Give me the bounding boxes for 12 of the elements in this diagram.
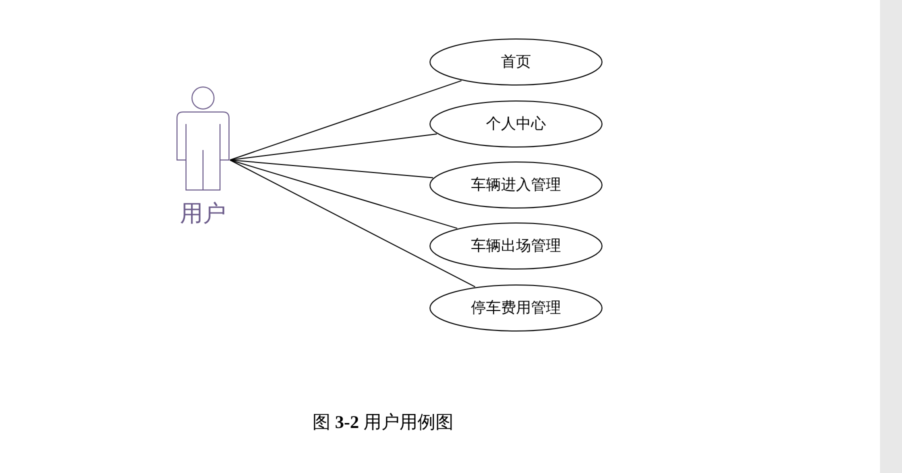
use-case-label: 个人中心 xyxy=(485,114,547,134)
use-case-label: 车辆出场管理 xyxy=(470,236,562,256)
use-case-label: 车辆进入管理 xyxy=(470,176,562,194)
association-line xyxy=(230,160,458,229)
association-line xyxy=(230,160,476,288)
association-line xyxy=(230,133,438,160)
use-case-label: 停车费用管理 xyxy=(470,298,562,318)
figure-caption: 图 3-2 用户用例图 xyxy=(312,411,454,434)
association-line xyxy=(230,80,462,160)
actor-name: 用户 xyxy=(180,200,226,229)
use-case-label: 首页 xyxy=(500,52,532,72)
association-line xyxy=(230,160,434,178)
